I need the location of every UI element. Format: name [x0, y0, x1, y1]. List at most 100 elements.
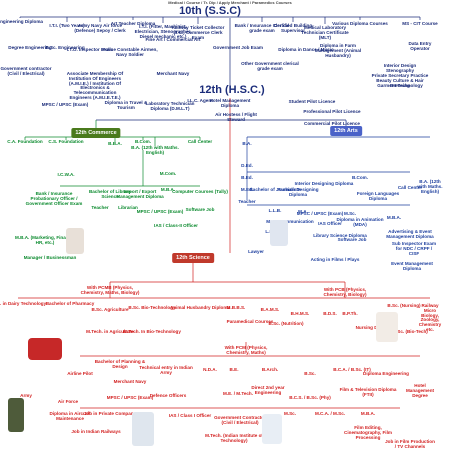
- science-node-government-contractor-civil-electrical: Government Contractor (Civil / Electrica…: [214, 415, 266, 425]
- science-node-b-d-s: B.D.S.: [323, 311, 337, 316]
- science-node-b-c-s-b-sc-phy: B.C.S. / B.Sc. (Phy): [289, 395, 331, 400]
- commerce-node-manager-businessman: Manager / Businessman: [23, 255, 77, 260]
- science-node-film-television-diploma-ftii: Film & Television Diploma (FTII): [339, 387, 397, 397]
- top-node-art-teacher-diploma: Art Teacher Diploma: [110, 21, 156, 26]
- commerce-node-c-s-foundation: C.S. Foundation: [48, 139, 84, 144]
- science-node-b-h-m-s: B.H.M.S.: [290, 311, 310, 316]
- science-node-b-sc-nursing: B.Sc. (Nursing): [387, 303, 421, 308]
- arts-node-event-management-diploma: Event Management Diploma: [391, 261, 433, 271]
- science-node-with-pcmb-physics-chemistry-maths-biolog: With PCMB (Physics, Chemistry, Maths, Bi…: [80, 285, 140, 295]
- commerce-node-teacher: Teacher: [91, 205, 109, 210]
- top-node-medical-laboratory-technician-certificat: Medical Laboratory Technician Certificat…: [301, 25, 349, 40]
- science-node-paramedical-courses: Paramedical Courses: [226, 319, 274, 324]
- science-node-bachelor-of-pharmacy: Bachelor of Pharmacy: [45, 301, 95, 306]
- science-node-with-pcb-physics-chemistry-biology: With PCB (Physics, Chemistry, Biology): [323, 287, 367, 297]
- science-node-b-sc-bio-technology: B.Sc. Bio-Technology: [128, 305, 176, 310]
- science-node-b-a-m-s: B.A.M.S.: [260, 307, 280, 312]
- engineer-illustration: [262, 414, 282, 444]
- arts-node-mpsc-upsc-exam: MPSC / UPSC (Exam): [296, 211, 344, 216]
- arts-node-m-b-a: M.B.A.: [386, 215, 402, 220]
- commerce-node-bank-insurance-probationary-officer-gove: Bank / Insurance Probationary Officer / …: [25, 191, 83, 206]
- top-node-i-t-o-inspector-exam: I.T.O. Inspector Exam: [66, 47, 114, 52]
- science-node-air-force: Air Force: [57, 399, 79, 404]
- science-node-with-pcm-physics-chemistry-maths: With PCM (Physics, Chemistry, Maths): [224, 345, 268, 355]
- commerce-node-computer-courses-tally: Computer Courses (Tally): [172, 189, 228, 194]
- top-node-associate-membership-of-institution-of-e: Associate Membership Of Institution Of E…: [66, 71, 124, 101]
- science-node-m-b-a: M.B.A.: [360, 411, 376, 416]
- top-node-various-diploma-courses: Various Diploma Courses: [332, 21, 388, 26]
- top-node-government-job-exam: Government Job Exam: [212, 45, 264, 50]
- science-node-b-sc-nutrition: B.Sc. (Nutrition): [268, 321, 304, 326]
- science-node-job-in-film-production-tv-channels: Job in Film Production / TV Channels: [385, 439, 435, 449]
- top-node-private-secretary-practice: Private Secretary Practice: [371, 73, 429, 78]
- top-node-i-t-i-two-years: I.T.I. (Two Years): [49, 23, 85, 28]
- science-node-b-sc-in-dairy-technology: B.Sc. in Dairy Technology: [0, 301, 47, 306]
- mid-node-laboratory-technician-diploma-d-m-l-t: Laboratory Technician Diploma (D.M.L.T): [145, 101, 195, 111]
- science-node-animal-husbandry-diploma: Animal Husbandry Diploma: [170, 305, 230, 310]
- commerce-node-m-b-a-marketing-finance-hr-etc: M.B.A. (Marketing, Finance, HR, etc.): [15, 235, 75, 245]
- science-node-army: Army: [20, 393, 32, 398]
- top-node-government-contractor-civil-electrical: Government contractor (Civil / Electrica…: [0, 66, 52, 76]
- arts-node-b-ed: B.Ed.: [241, 175, 253, 180]
- science-node-m-tech-in-agriculture: M.Tech. in Agriculture: [86, 329, 134, 334]
- commerce-node-b-a-12th-with-maths-english: B.A. (12th with Maths. English): [131, 145, 179, 155]
- arts-node-sub-inspector-exam-for-ndc-crpf-cisf: Sub Inspector Exam for NDC / CRPF / CISF: [391, 241, 437, 256]
- top-node-certified-building-supervisor: Certified Building Supervisor: [273, 23, 313, 33]
- science-node-ias-class-i-officer: IAS / Class I Officer: [168, 413, 212, 418]
- top-node-data-entry-operator: Data Entry Operator: [408, 41, 432, 51]
- science-node-b-c-a-b-sc-it: B.C.A. / B.Sc. (IT): [333, 367, 371, 372]
- arts-node-advertising-event-management-diploma: Advertising & Event Management Diploma: [386, 229, 434, 239]
- science-node-m-c-a-m-sc: M.C.A. / M.Sc.: [314, 411, 346, 416]
- commerce-node-call-center: Call Center: [187, 139, 213, 144]
- arts-node-library-science-diploma: Library Science Diploma: [313, 233, 367, 238]
- science-node-job-in-indian-railways: Job in Indian Railways: [71, 429, 121, 434]
- arts-node-l-l-b: L.L.B.: [268, 208, 282, 213]
- science-node-b-arch: B.Arch.: [261, 367, 279, 372]
- commerce-node-i-c-w-a: I.C.W.A.: [57, 172, 75, 177]
- arts-node-bachelor-of-journalism: Bachelor of Journalism: [249, 187, 301, 192]
- commerce-node-b-b-a: B.B.A.: [108, 141, 122, 146]
- arts-node-b-a: B.A.: [242, 141, 252, 146]
- arts-node-m-ed: M.Ed.: [240, 187, 254, 192]
- top-node-bank-insurance-clerical-grade-exam: Bank / Insurance Clerical grade exam: [234, 23, 290, 33]
- commerce-stream-box: 12th Commerce: [71, 128, 121, 138]
- top-node-police-constable-airmen-navy-soldier: Police Constable Airmen, Navy Soldier: [102, 47, 158, 57]
- top-node-other-government-clerical-grade-exam: Other Government clerical grade exam: [241, 61, 299, 71]
- mid-node-mpsc-upsc-exam: MPSC / UPSC (Exam): [41, 102, 89, 107]
- top-caption: Medical / Course / Tr. Dip / Apply Merch…: [168, 0, 292, 5]
- science-node-m-b-b-s: M.B.B.S.: [226, 305, 246, 310]
- science-node-railway-micro-biology-zoology-chemistry-: Railway Micro Biology, Zoology, Chemistr…: [418, 303, 442, 333]
- science-node-technical-entry-in-indian-army: Technical entry in Indian Army: [139, 365, 193, 375]
- arts-node-b-a-12th-with-maths-english: B.A. (12th with Maths. English): [417, 179, 443, 194]
- arts-node-fashion-designing-diploma: Fashion Designing Diploma: [277, 187, 319, 197]
- arts-node-acting-in-films-plays: Acting in Films / Plays: [310, 257, 360, 262]
- top-node-fine-art-commercial-art: Fine Art / Commercial Art: [145, 37, 201, 42]
- science-node-m-tech-in-bio-technology: M.Tech. In Bio-Technology: [123, 329, 181, 334]
- science-node-bachelor-of-planning-design: Bachelor of Planning & Design: [94, 359, 146, 369]
- top-node-army-navy-air-force-defence-sepoy-clerk: Army Navy Air force (Defence) Sepoy / Cl…: [74, 23, 126, 33]
- science-node-diploma-engineering: Diploma Engineering: [363, 371, 409, 376]
- mid-node-professional-pilot-licence: Professional Pilot Licence: [303, 109, 361, 114]
- arts-node-software-job: Software Job: [337, 237, 367, 242]
- tenth-ssc-title: 10th (S.S.C): [179, 5, 241, 17]
- commerce-node-ias-class-ii-officer: IAS / Class-II Officer: [154, 223, 198, 228]
- science-node-b-sc: B.Sc.: [304, 371, 316, 376]
- science-node-m-e-m-tech: M.E. / M.Tech.: [222, 391, 254, 396]
- commerce-node-bachelor-of-library-science: Bachelor of Library Science: [88, 189, 132, 199]
- top-node-garment-technology: Garment Technology: [377, 83, 423, 88]
- mid-node-air-hostess-flight-steward: Air Hostess / Flight Steward: [215, 112, 257, 122]
- doctor-illustration: [376, 312, 398, 342]
- top-node-interior-design: Interior Design: [383, 63, 417, 68]
- arts-node-interior-designing-diploma: Interior Designing Diploma: [294, 181, 354, 186]
- science-node-b-p-th: B.P.Th.: [342, 311, 358, 316]
- science-node-direct-2nd-year-engineering: Direct 2nd year Engineering: [251, 385, 285, 395]
- science-node-n-d-a: N.D.A.: [203, 367, 217, 372]
- science-node-b-e: B.E.: [229, 367, 239, 372]
- science-stream-box: 12th Science: [172, 253, 214, 263]
- arts-node-call-center: Call Center: [397, 185, 423, 190]
- top-node-beauty-culture-hair-dressing: Beauty Culture & Hair Dressing: [376, 78, 424, 88]
- science-node-mpsc-upsc-exam: MPSC / UPSC (Exam): [106, 395, 154, 400]
- science-node-b-sc-agriculture: B.Sc. Agriculture: [91, 307, 129, 312]
- science-node-merchant-navy: Merchant Navy: [113, 379, 147, 384]
